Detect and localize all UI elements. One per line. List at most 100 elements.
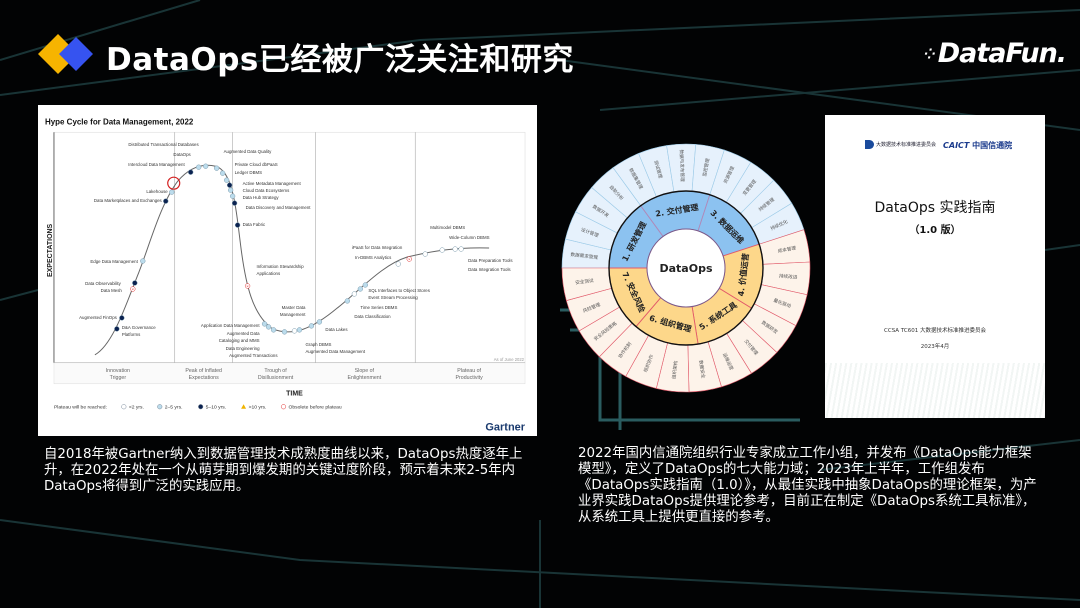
title-diamond-icon: [38, 34, 93, 74]
cover-title: DataOps 实践指南: [874, 200, 996, 216]
technology-label: Time Series DBMS: [360, 305, 397, 310]
outer-capability-label: 数据需求管理: [570, 251, 599, 261]
technology-label: Platforms: [122, 332, 141, 337]
technology-point: [270, 327, 277, 333]
technology-point: [231, 200, 238, 206]
technology-label: iPaaS for Data Integration: [352, 245, 403, 250]
technology-point: [213, 165, 220, 171]
technology-point: [114, 326, 120, 332]
technology-point: [422, 251, 428, 257]
phase-label: Innovation: [106, 368, 130, 374]
legend-marker-icon: [121, 404, 127, 410]
hype-cycle-figure: Hype Cycle for Data Management, 2022 EXP…: [38, 105, 537, 436]
legend-item: <2 yrs.: [129, 405, 144, 411]
technology-point: [439, 247, 445, 253]
legend-marker-icon: [280, 404, 287, 410]
technology-point: [188, 169, 194, 175]
technology-label: Cataloging and MMS: [219, 338, 260, 343]
phase-label: Slope of: [355, 368, 375, 374]
phase-label: Enlightenment: [348, 375, 382, 381]
technology-point: [119, 315, 125, 321]
technology-point: [362, 282, 368, 288]
technology-point: [130, 286, 136, 292]
technology-label: Distributed Transactional Databases: [128, 142, 199, 147]
dataops-highlight-circle: [167, 176, 181, 190]
technology-label: Augmented FinOps: [79, 315, 118, 320]
technology-point: [357, 286, 363, 292]
phase-label: Peak of Inflated: [185, 368, 222, 374]
technology-point: [452, 246, 458, 252]
technology-point: [132, 280, 138, 286]
technology-label: Lakehouse: [146, 189, 168, 194]
technology-point: [244, 283, 251, 289]
cover-date: 2023年4月: [920, 344, 950, 350]
technology-point: [281, 329, 288, 335]
technology-label: DataOps: [173, 152, 191, 157]
slide-title: DataOps已经被广泛关注和研究: [106, 42, 574, 78]
technology-point: [351, 291, 358, 297]
technology-label: Management: [280, 312, 306, 317]
technology-label: Wide-Column DBMS: [449, 235, 489, 240]
outer-capability-label: 安全测试: [575, 277, 595, 286]
phase-label: Trigger: [110, 375, 127, 381]
wheel-center-label: DataOps: [659, 262, 712, 275]
technology-point: [140, 258, 146, 264]
as-of-date: As of June 2022: [494, 357, 525, 362]
technology-point: [234, 222, 241, 228]
technology-label: Data Observability: [85, 281, 122, 286]
outer-capability-label: 持续改进: [779, 272, 798, 281]
outer-capability-label: 成本管理: [777, 244, 797, 254]
legend-marker-icon: [157, 404, 163, 410]
obsolete-icon: ×: [246, 283, 249, 288]
technology-point: [163, 198, 169, 204]
technology-label: Augmented Data: [227, 331, 260, 336]
hype-title: Hype Cycle for Data Management, 2022: [45, 117, 194, 126]
technology-label: Multimodel DBMS: [430, 225, 465, 230]
tc601-logo: 大数据技术标准推进委员会: [865, 140, 936, 149]
legend-item: 5–10 yrs.: [206, 405, 227, 411]
technology-point: [308, 323, 315, 329]
technology-label: Data Classification: [354, 314, 391, 319]
phase-label: Expectations: [189, 375, 220, 381]
technology-label: SQL Interfaces to Object Stores: [368, 288, 430, 293]
cover-version: （1.0 版）: [909, 225, 961, 236]
obsolete-icon: ×: [408, 257, 411, 262]
technology-point: [219, 170, 226, 176]
technology-label: Data Hub Strategy: [243, 195, 280, 200]
technology-point: [227, 187, 234, 193]
caict-logo-en: CAICT: [943, 141, 970, 150]
technology-label: Event Stream Processing: [368, 295, 418, 300]
technology-point: [344, 298, 351, 304]
technology-label: Data Preparation Tools: [468, 258, 513, 263]
technology-label: Data Engineering: [226, 346, 260, 351]
technology-label: In-DBMS Analytics: [355, 255, 392, 260]
technology-label: Active Metadata Management: [243, 181, 302, 186]
tc601-logo-text: 大数据技术标准推进委员会: [876, 142, 937, 148]
phase-label: Disillusionment: [258, 375, 294, 381]
outer-capability-label: 数据安全: [697, 360, 707, 380]
outer-capability-label: 组织架构: [670, 360, 679, 379]
cover-org: CCSA TC601 大数据技术标准推进委员会: [884, 328, 986, 334]
technology-label: Intercloud Data Management: [128, 162, 185, 167]
technology-label: D&A Governance: [122, 325, 156, 330]
outer-capability-label: 监控管理: [701, 157, 712, 177]
technology-label: Applications: [257, 271, 281, 276]
technology-label: Data Discovery and Management: [246, 205, 312, 210]
dataops-capability-wheel: 数据需求管理设计管理数据开发自助分析数据集管理测试管理数据与发布管理监控管理资源…: [560, 142, 812, 394]
outer-capability-label: 数据与发布管理: [678, 149, 686, 182]
datafun-logo-text: DataFun.: [937, 38, 1067, 69]
technology-label: Data Marketplaces and Exchanges: [94, 198, 163, 203]
technology-label: Data Mesh: [101, 288, 123, 293]
hype-description: 自2018年被Gartner纳入到数据管理技术成熟度曲线以来，DataOps热度…: [44, 447, 523, 494]
technology-label: Augmented Transactions: [229, 353, 278, 358]
legend-item: Obsolete before plateau: [288, 405, 341, 411]
outer-capability-label: 测试管理: [652, 160, 664, 180]
technology-label: Private Cloud dbPaaS: [235, 162, 278, 167]
technology-point: [203, 163, 209, 169]
technology-point: [291, 328, 298, 334]
technology-point: [406, 256, 412, 262]
wheel-center: [646, 228, 726, 308]
technology-label: Master Data: [282, 305, 306, 310]
datafun-dots-icon: ⁘: [924, 46, 936, 63]
legend-item: >10 yrs.: [249, 405, 267, 411]
